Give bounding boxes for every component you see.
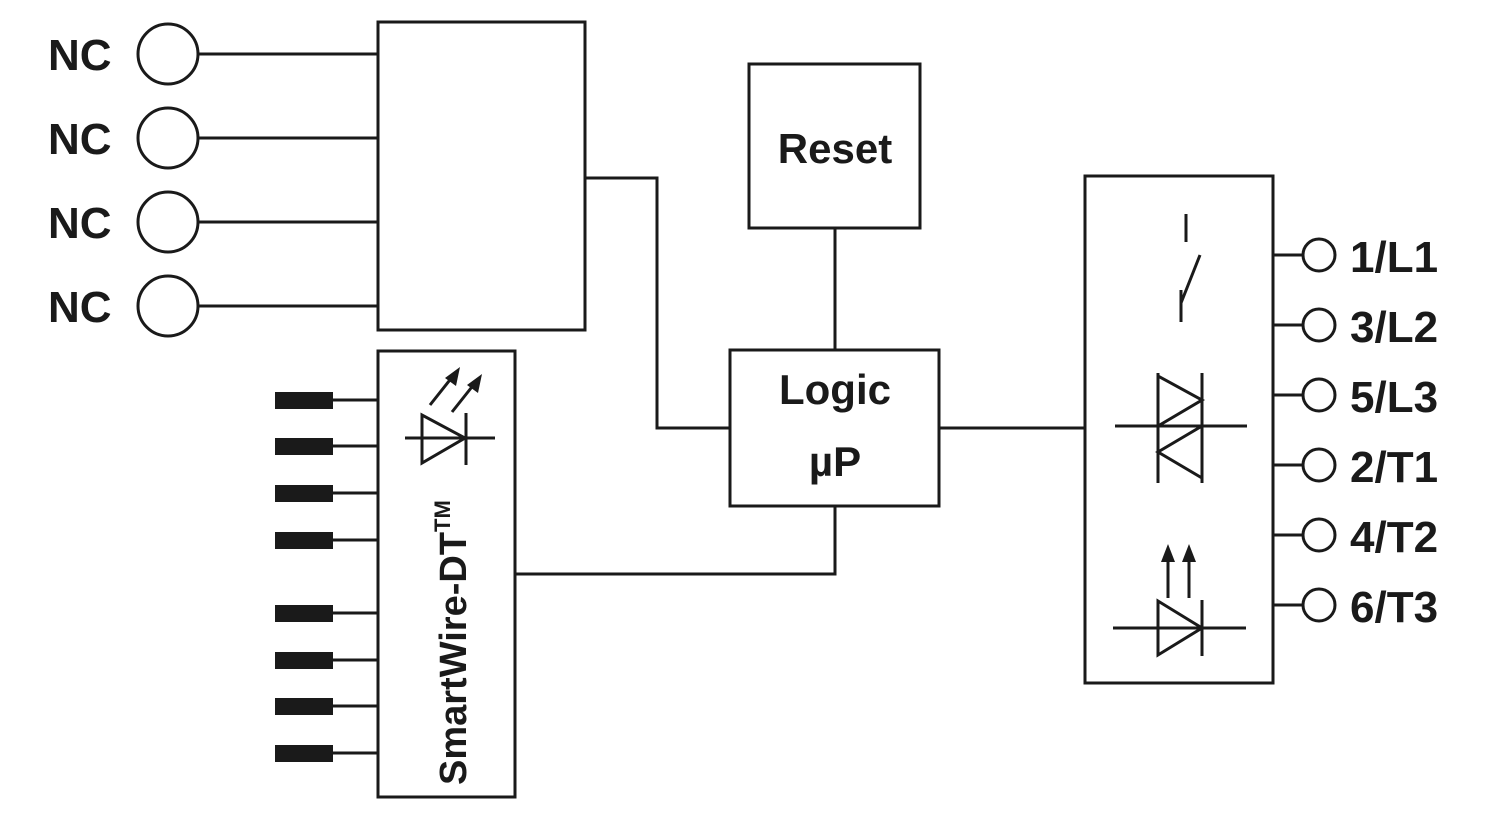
nc-terminal-label: NC <box>48 31 112 80</box>
terminal-circle-icon <box>1301 237 1337 273</box>
power-terminal-6: 6/T3 <box>1273 583 1438 632</box>
power-terminal-2: 3/L2 <box>1273 303 1438 352</box>
power-terminal-label: 2/T1 <box>1350 443 1438 492</box>
smartwire-block <box>376 349 517 799</box>
nc-terminal-2: NC <box>48 106 378 170</box>
bus-pin <box>275 652 333 669</box>
power-terminal-label: 3/L2 <box>1350 303 1438 352</box>
logic-label: Logic <box>779 366 891 413</box>
bus-pin <box>275 532 333 549</box>
nc-terminal-label: NC <box>48 115 112 164</box>
terminal-circle-icon <box>1301 587 1337 623</box>
input-block <box>376 20 587 332</box>
bus-pin-group <box>275 392 378 762</box>
power-terminal-5: 4/T2 <box>1273 513 1438 562</box>
nc-terminal-3: NC <box>48 190 378 254</box>
terminal-circle-icon <box>136 106 200 170</box>
power-terminal-label: 5/L3 <box>1350 373 1438 422</box>
bus-pin <box>275 698 333 715</box>
nc-terminal-4: NC <box>48 274 378 338</box>
power-terminal-group: 1/L1 3/L2 5/L3 2/T1 4/T2 6/T3 <box>1273 233 1438 632</box>
terminal-circle-icon <box>1301 517 1337 553</box>
power-terminal-label: 6/T3 <box>1350 583 1438 632</box>
terminal-circle-icon <box>1301 307 1337 343</box>
bus-pin <box>275 605 333 622</box>
terminal-circle-icon <box>1301 447 1337 483</box>
output-block <box>1083 174 1275 685</box>
reset-label: Reset <box>778 125 892 172</box>
nc-terminal-1: NC <box>48 22 378 86</box>
wire-input-to-logic <box>585 176 730 430</box>
nc-terminal-group: NC NC NC NC <box>48 22 378 338</box>
nc-terminal-label: NC <box>48 283 112 332</box>
power-terminal-3: 5/L3 <box>1273 373 1438 422</box>
wire-logic-to-bus <box>515 506 837 576</box>
bus-pin <box>275 392 333 409</box>
terminal-circle-icon <box>136 190 200 254</box>
reset-block <box>747 62 922 230</box>
power-terminal-1: 1/L1 <box>1273 233 1438 282</box>
terminal-circle-icon <box>136 22 200 86</box>
power-terminal-label: 4/T2 <box>1350 513 1438 562</box>
led-icon <box>405 367 495 466</box>
switch-contact-icon <box>1179 214 1202 322</box>
triac-icon <box>1115 373 1247 483</box>
terminal-circle-icon <box>136 274 200 338</box>
bus-pin <box>275 485 333 502</box>
bus-label: SmartWire-DTTM <box>430 500 475 785</box>
bus-pin <box>275 438 333 455</box>
terminal-circle-icon <box>1301 377 1337 413</box>
power-terminal-label: 1/L1 <box>1350 233 1438 282</box>
logic-processor-label: µP <box>809 438 861 485</box>
bus-pin <box>275 745 333 762</box>
power-terminal-4: 2/T1 <box>1273 443 1438 492</box>
status-led-icon <box>1113 544 1246 658</box>
nc-terminal-label: NC <box>48 199 112 248</box>
